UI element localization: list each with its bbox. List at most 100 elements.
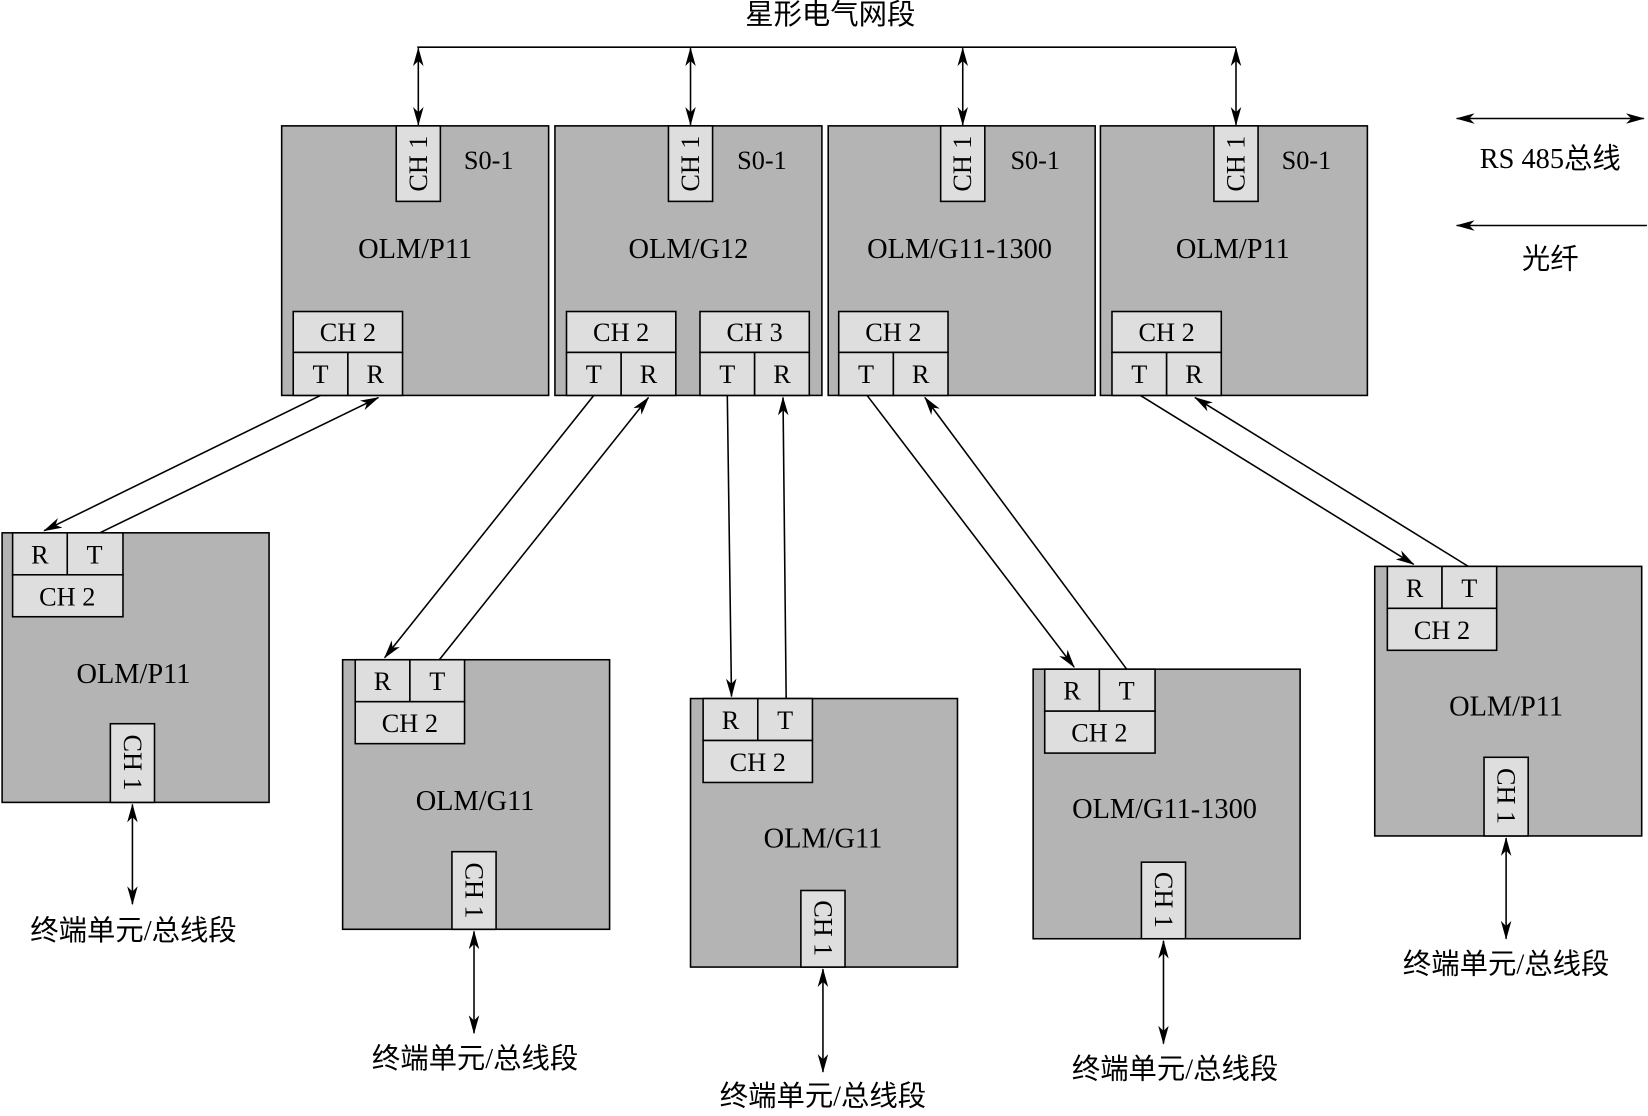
port-r: R	[722, 706, 740, 735]
fiber-link-1-up	[99, 396, 380, 534]
module-name: OLM/G11	[416, 786, 535, 817]
fiber-link-2-down	[384, 394, 595, 659]
port-label-cell	[699, 310, 811, 354]
port-r-cell	[702, 697, 759, 742]
port-t-cell	[1441, 565, 1498, 610]
fiber-link-4-up	[924, 396, 1128, 670]
ch1-label: CH 1	[459, 862, 488, 918]
fiber-link-1-down	[43, 394, 321, 532]
ch1-label: CH 1	[404, 136, 433, 192]
module-name: OLM/G11-1300	[867, 234, 1052, 265]
port-r-cell	[11, 532, 69, 576]
ch1-label: CH 1	[676, 136, 705, 192]
s0-label: S0-1	[464, 146, 514, 175]
fiber-link-3-up	[777, 396, 789, 699]
ch1-label: CH 1	[1149, 872, 1178, 928]
port-r-cell	[347, 351, 404, 397]
port-r: R	[640, 360, 658, 389]
terminal-label: 终端单元/总线段	[1072, 1053, 1278, 1085]
port-label-cell	[1111, 310, 1223, 354]
legend-rs485-label: RS 485总线	[1480, 143, 1621, 175]
port-label: CH 2	[382, 709, 438, 738]
ch1-box	[451, 850, 497, 931]
ch1-box	[1140, 861, 1187, 940]
terminal-label: 终端单元/总线段	[1403, 948, 1609, 980]
port-r-cell	[1386, 565, 1443, 610]
port-r: R	[1406, 574, 1424, 603]
port-label-cell	[11, 573, 124, 618]
bottom-module-4: R T CH 2 OLM/G11-1300 CH 1 终端单元/总线段	[1032, 668, 1301, 1085]
port-label-cell	[837, 310, 949, 354]
module-name: OLM/P11	[1176, 234, 1290, 265]
fiber-link-2-up	[438, 396, 650, 661]
fiber-link-5-up	[1194, 396, 1469, 568]
ch1-box	[1483, 756, 1529, 837]
port-label: CH 2	[320, 318, 376, 347]
port-t: T	[777, 706, 793, 735]
port-label: CH 2	[865, 318, 921, 347]
port-r: R	[31, 540, 49, 569]
bottom-module-3: R T CH 2 OLM/G11 CH 1 终端单元/总线段	[689, 697, 959, 1113]
port-t: T	[1131, 360, 1147, 389]
port-label: CH 3	[727, 318, 783, 347]
port-t: T	[1119, 677, 1135, 706]
fiber-links	[43, 394, 1469, 699]
port-t: T	[1461, 574, 1477, 603]
port-ch2: CH 2 T R	[565, 310, 677, 397]
ch1-box	[800, 889, 846, 968]
module-name: OLM/G12	[629, 234, 749, 265]
port-label-cell	[1386, 607, 1498, 652]
fiber-link-4-down	[866, 394, 1075, 668]
ch1-label: CH 1	[1492, 768, 1521, 824]
legend-fiber-label: 光纤	[1522, 244, 1579, 276]
port-t-cell	[1111, 351, 1168, 397]
port-label-cell	[354, 700, 466, 745]
fiber-link-3-down	[726, 395, 737, 698]
port-r: R	[912, 360, 930, 389]
port-t: T	[719, 360, 735, 389]
legend: RS 485总线 光纤	[1455, 113, 1647, 276]
terminal-label: 终端单元/总线段	[30, 915, 236, 947]
port-label-cell	[1043, 710, 1156, 754]
ch1-label: CH 1	[118, 734, 147, 790]
ch1-label: CH 1	[1221, 136, 1250, 192]
port-r-cell	[1165, 351, 1223, 397]
module-name: OLM/G11-1300	[1072, 794, 1257, 825]
top-module-3: CH 1 S0-1 OLM/G11-1300 CH 2 T R	[827, 125, 1096, 397]
port-label-cell	[565, 310, 677, 354]
port-t: T	[858, 360, 874, 389]
port-r: R	[374, 667, 392, 696]
module-name: OLM/P11	[358, 234, 472, 265]
diagram-title: 星形电气网段	[745, 0, 915, 31]
port-label: CH 2	[593, 318, 649, 347]
ch1-label: CH 1	[808, 900, 837, 956]
port-r-cell	[892, 351, 949, 397]
ch1-label: CH 1	[948, 136, 977, 192]
s0-label: S0-1	[1010, 146, 1060, 175]
port-r: R	[1063, 677, 1081, 706]
top-module-4: CH 1 S0-1 OLM/P11 CH 2 T R	[1099, 125, 1369, 397]
port-label-cell	[292, 310, 404, 354]
bottom-module-2: R T CH 2 OLM/G11 CH 1 终端单元/总线段	[341, 658, 611, 1075]
module-name: OLM/G11	[764, 824, 883, 855]
port-r-cell	[620, 351, 677, 397]
port-label: CH 2	[39, 582, 95, 611]
port-t: T	[313, 360, 329, 389]
port-t-cell	[756, 697, 814, 742]
port-t-cell	[837, 351, 895, 397]
ch1-box	[109, 722, 156, 804]
port-label: CH 2	[1071, 719, 1127, 748]
s0-label: S0-1	[1282, 146, 1332, 175]
port-label: CH 2	[1139, 318, 1195, 347]
ch1-box	[667, 125, 714, 203]
port-ch2: CH 2 T R	[837, 310, 949, 397]
port-t: T	[586, 360, 602, 389]
port-r-cell	[1043, 668, 1101, 712]
port-label: CH 2	[1414, 616, 1470, 645]
module-name: OLM/P11	[76, 659, 190, 690]
port-r-cell	[753, 351, 811, 397]
ch1-box	[395, 125, 442, 203]
port-r: R	[773, 360, 791, 389]
ch1-box	[1213, 125, 1259, 203]
module-name: OLM/P11	[1449, 691, 1563, 722]
